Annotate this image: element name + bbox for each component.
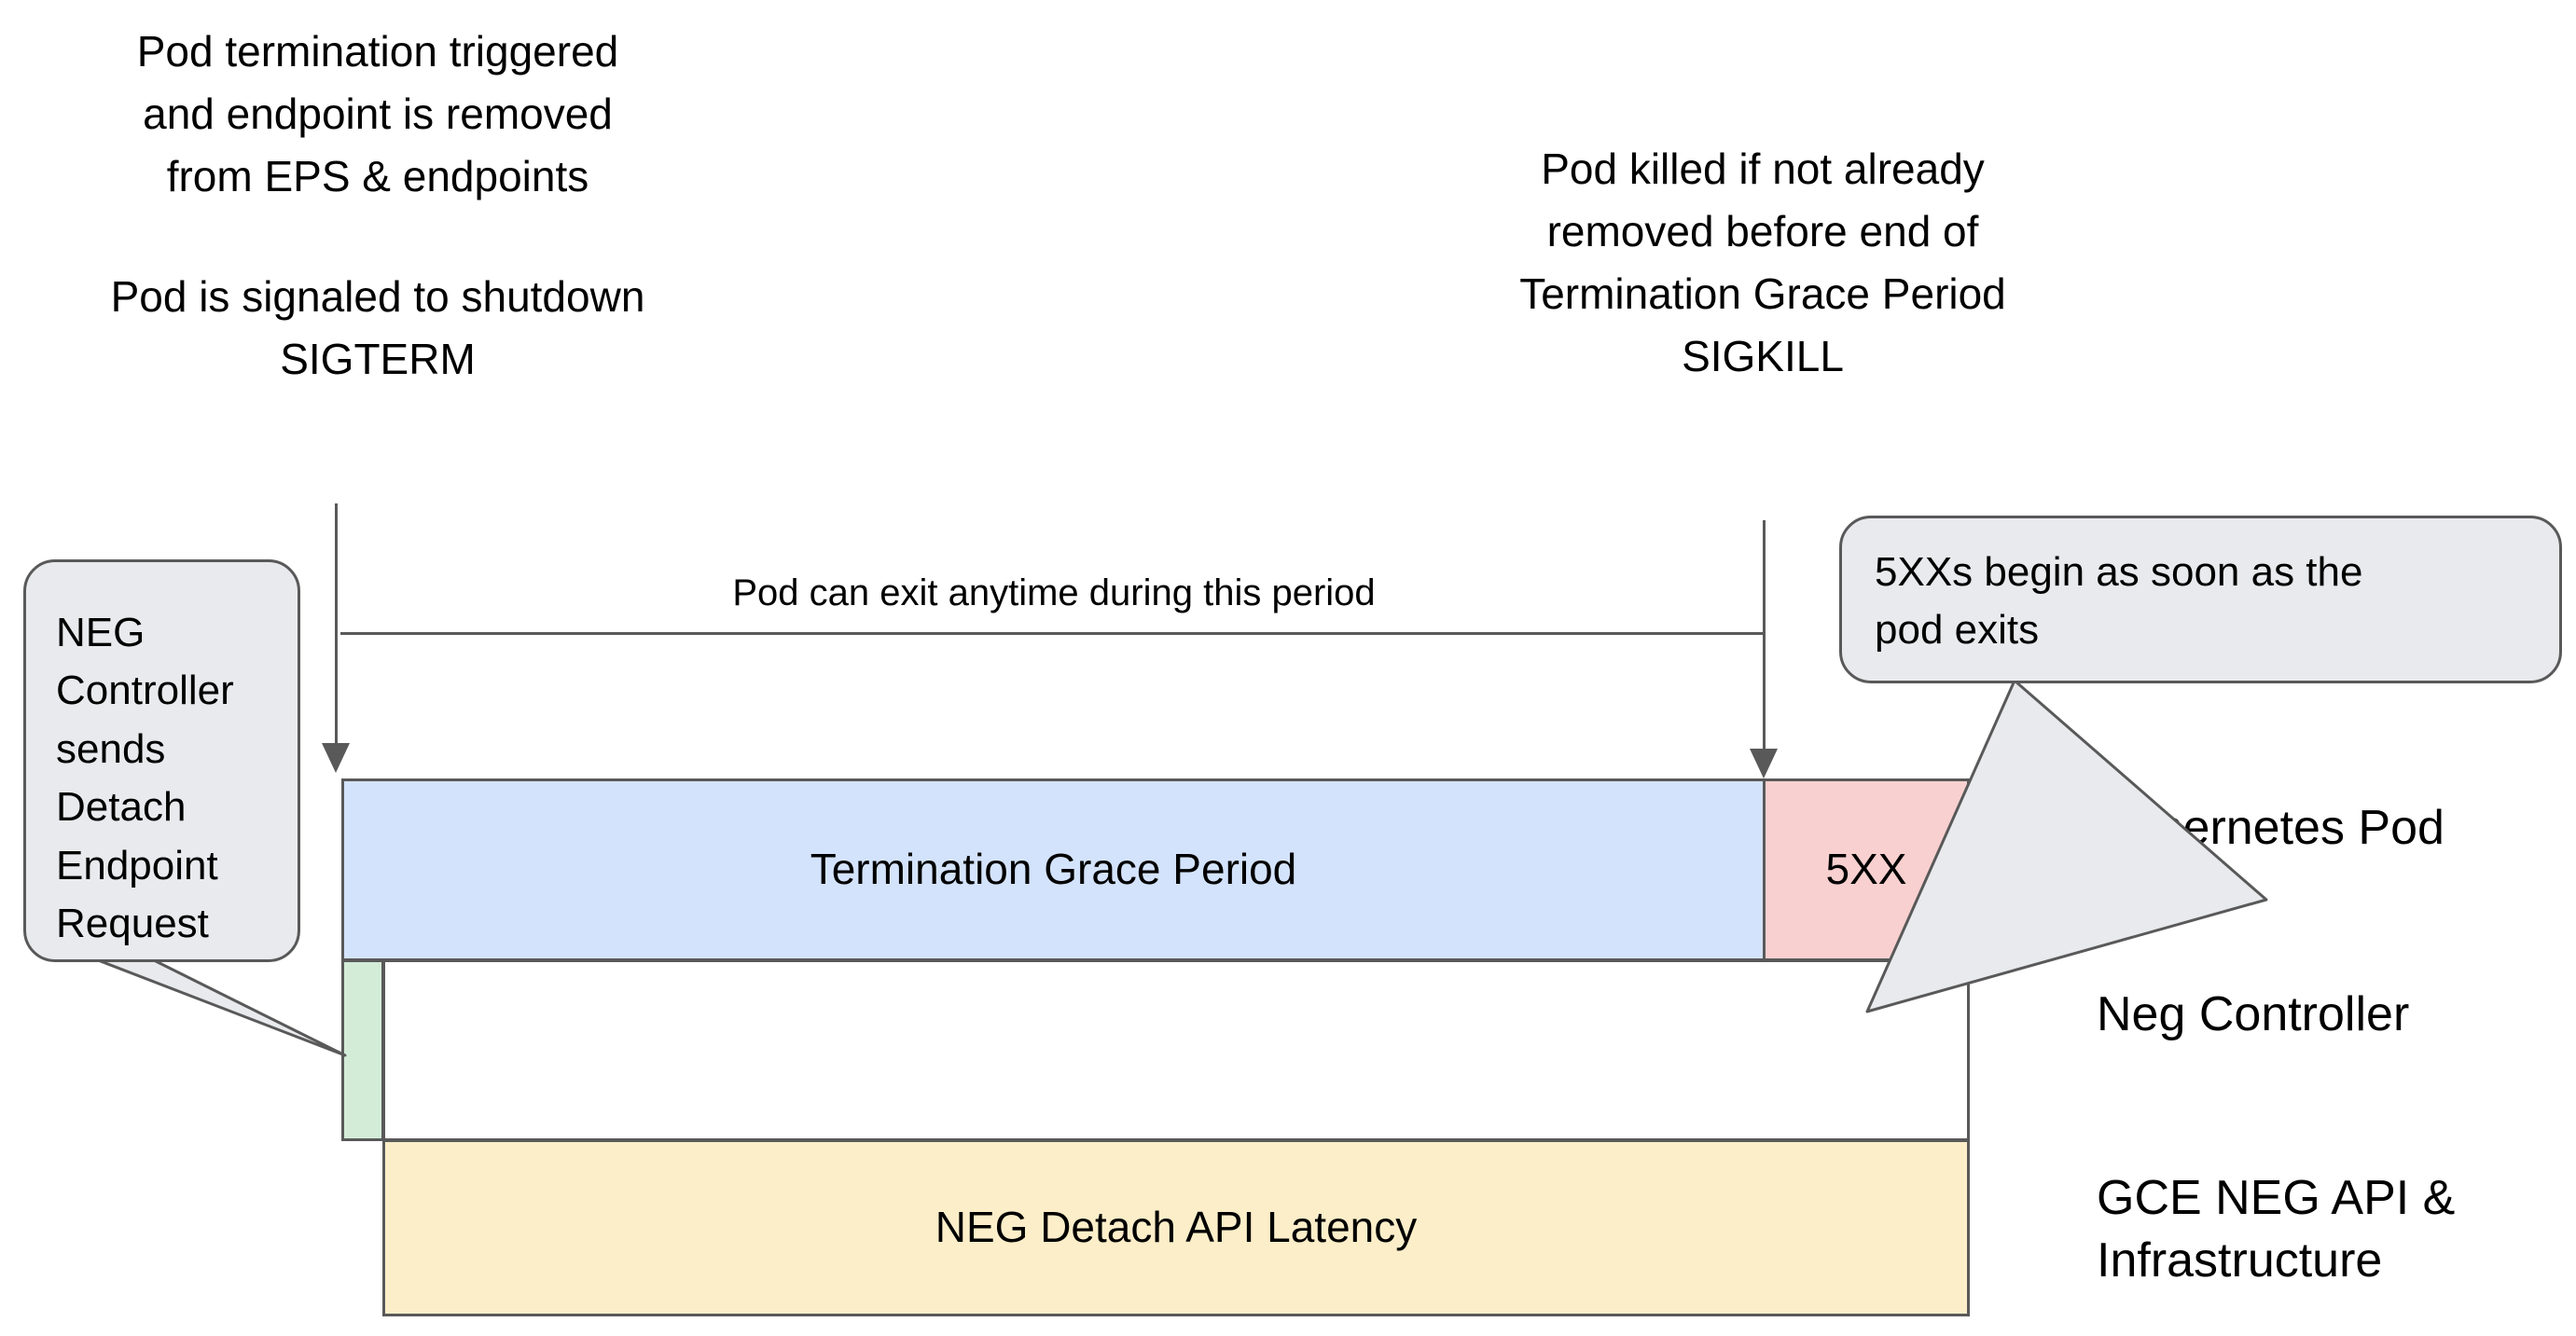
bar-label-five-xx: 5XX	[1825, 845, 1907, 894]
pod-exit-span-line	[340, 632, 1766, 635]
neg-detach-request-callout-text: NEG Controller sends Detach Endpoint Req…	[56, 610, 234, 947]
bar-neg-controller-idle	[382, 959, 1970, 1141]
bar-termination-grace-period: Termination Grace Period	[341, 778, 1766, 961]
bar-label-termination-grace-period: Termination Grace Period	[810, 845, 1297, 894]
five-xx-callout-body	[1839, 516, 2562, 683]
row-label-neg-controller: Neg Controller	[2097, 987, 2410, 1041]
bar-neg-detach-api-latency: NEG Detach API Latency	[382, 1139, 1970, 1316]
span-label: Pod can exit anytime during this period	[732, 572, 1376, 613]
pod-termination-arrow-head	[322, 743, 350, 773]
five-xx-callout-tail	[1865, 679, 2268, 1013]
bar-neg-controller-delay	[341, 959, 384, 1141]
pod-kill-arrow-line	[1763, 520, 1766, 753]
bar-label-neg-detach-api-latency: NEG Detach API Latency	[935, 1203, 1418, 1252]
row-label-gce-neg-api: GCE NEG API & Infrastructure	[2097, 1171, 2456, 1288]
five-xx-callout-text: 5XXs begin as soon as the pod exits	[1875, 549, 2363, 654]
sigterm-note: Pod is signaled to shutdown SIGTERM	[110, 272, 645, 384]
sigkill-note: Pod killed if not already removed before…	[1519, 145, 2006, 381]
pod-termination-arrow-line	[335, 503, 338, 769]
pod-termination-note: Pod termination triggered and endpoint i…	[136, 27, 619, 201]
neg-detach-request-callout-body	[23, 559, 300, 962]
pod-kill-arrow-head	[1750, 749, 1778, 778]
